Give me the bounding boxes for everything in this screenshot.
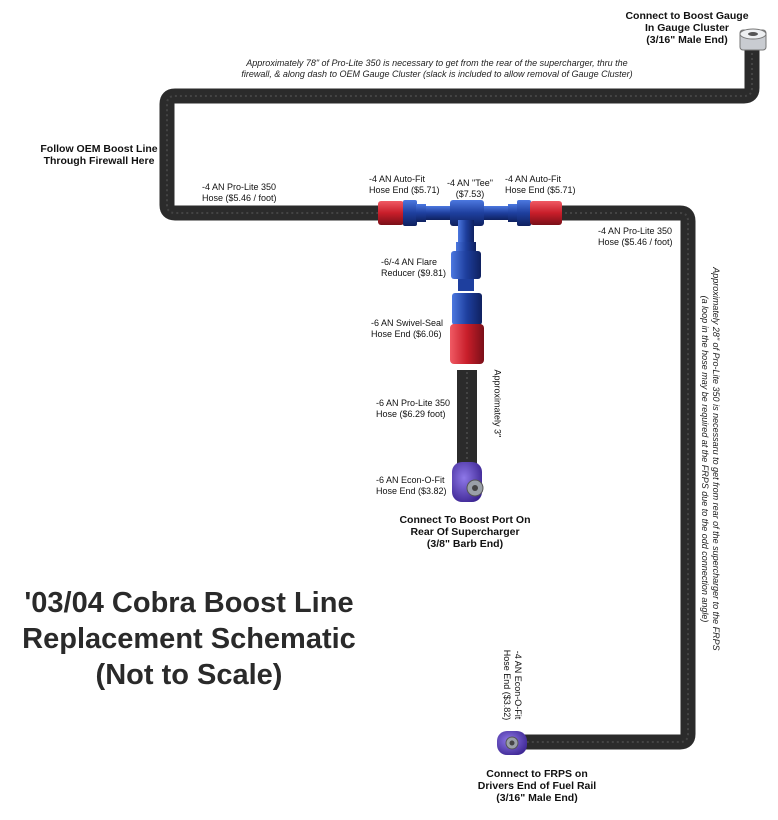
hose-6-label: -6 AN Pro-Lite 350 Hose ($6.29 foot) bbox=[376, 398, 451, 419]
hose-left-label: -4 AN Pro-Lite 350 Hose ($5.46 / foot) bbox=[202, 182, 277, 203]
approx-3-label: Approximately 3" bbox=[492, 369, 503, 438]
reducer-label: -6/-4 AN Flare Reducer ($9.81) bbox=[381, 257, 447, 278]
flare-reducer-fitting bbox=[451, 242, 481, 291]
autofit-left-label: -4 AN Auto-Fit Hose End ($5.71) bbox=[369, 174, 440, 195]
top-hose-note: Approximately 78" of Pro-Lite 350 is nec… bbox=[241, 58, 633, 79]
econ-o-fit-6-fitting bbox=[452, 462, 484, 502]
hose-right-label: -4 AN Pro-Lite 350 Hose ($5.46 / foot) bbox=[598, 226, 673, 247]
swivel-label: -6 AN Swivel-Seal Hose End ($6.06) bbox=[371, 318, 444, 339]
schematic-title: '03/04 Cobra Boost Line Replacement Sche… bbox=[22, 587, 356, 691]
autofit-right-fitting bbox=[508, 200, 562, 226]
tee-label: -4 AN "Tee" ($7.53) bbox=[447, 178, 493, 199]
frps-connection-label: Connect to FRPS on Drivers End of Fuel R… bbox=[477, 768, 597, 804]
econ-4-label: -4 AN Econ-O-Fit Hose End ($3.82) bbox=[502, 649, 523, 721]
econ-6-label: -6 AN Econ-O-Fit Hose End ($3.82) bbox=[376, 475, 447, 496]
econ-o-fit-4-fitting bbox=[497, 731, 527, 755]
gauge-connection-label: Connect to Boost Gauge In Gauge Cluster … bbox=[625, 10, 749, 46]
supercharger-connection-label: Connect To Boost Port On Rear Of Superch… bbox=[399, 514, 531, 550]
gauge-fitting bbox=[739, 28, 767, 51]
firewall-note: Follow OEM Boost Line Through Firewall H… bbox=[40, 143, 158, 167]
autofit-right-label: -4 AN Auto-Fit Hose End ($5.71) bbox=[505, 174, 576, 195]
swivel-seal-fitting bbox=[450, 293, 484, 364]
hose-right bbox=[520, 205, 696, 750]
tee-fitting bbox=[426, 200, 508, 242]
autofit-left-fitting bbox=[378, 200, 426, 226]
right-hose-note: Approximately 28" of Pro-Lite 350 is nec… bbox=[700, 267, 721, 651]
